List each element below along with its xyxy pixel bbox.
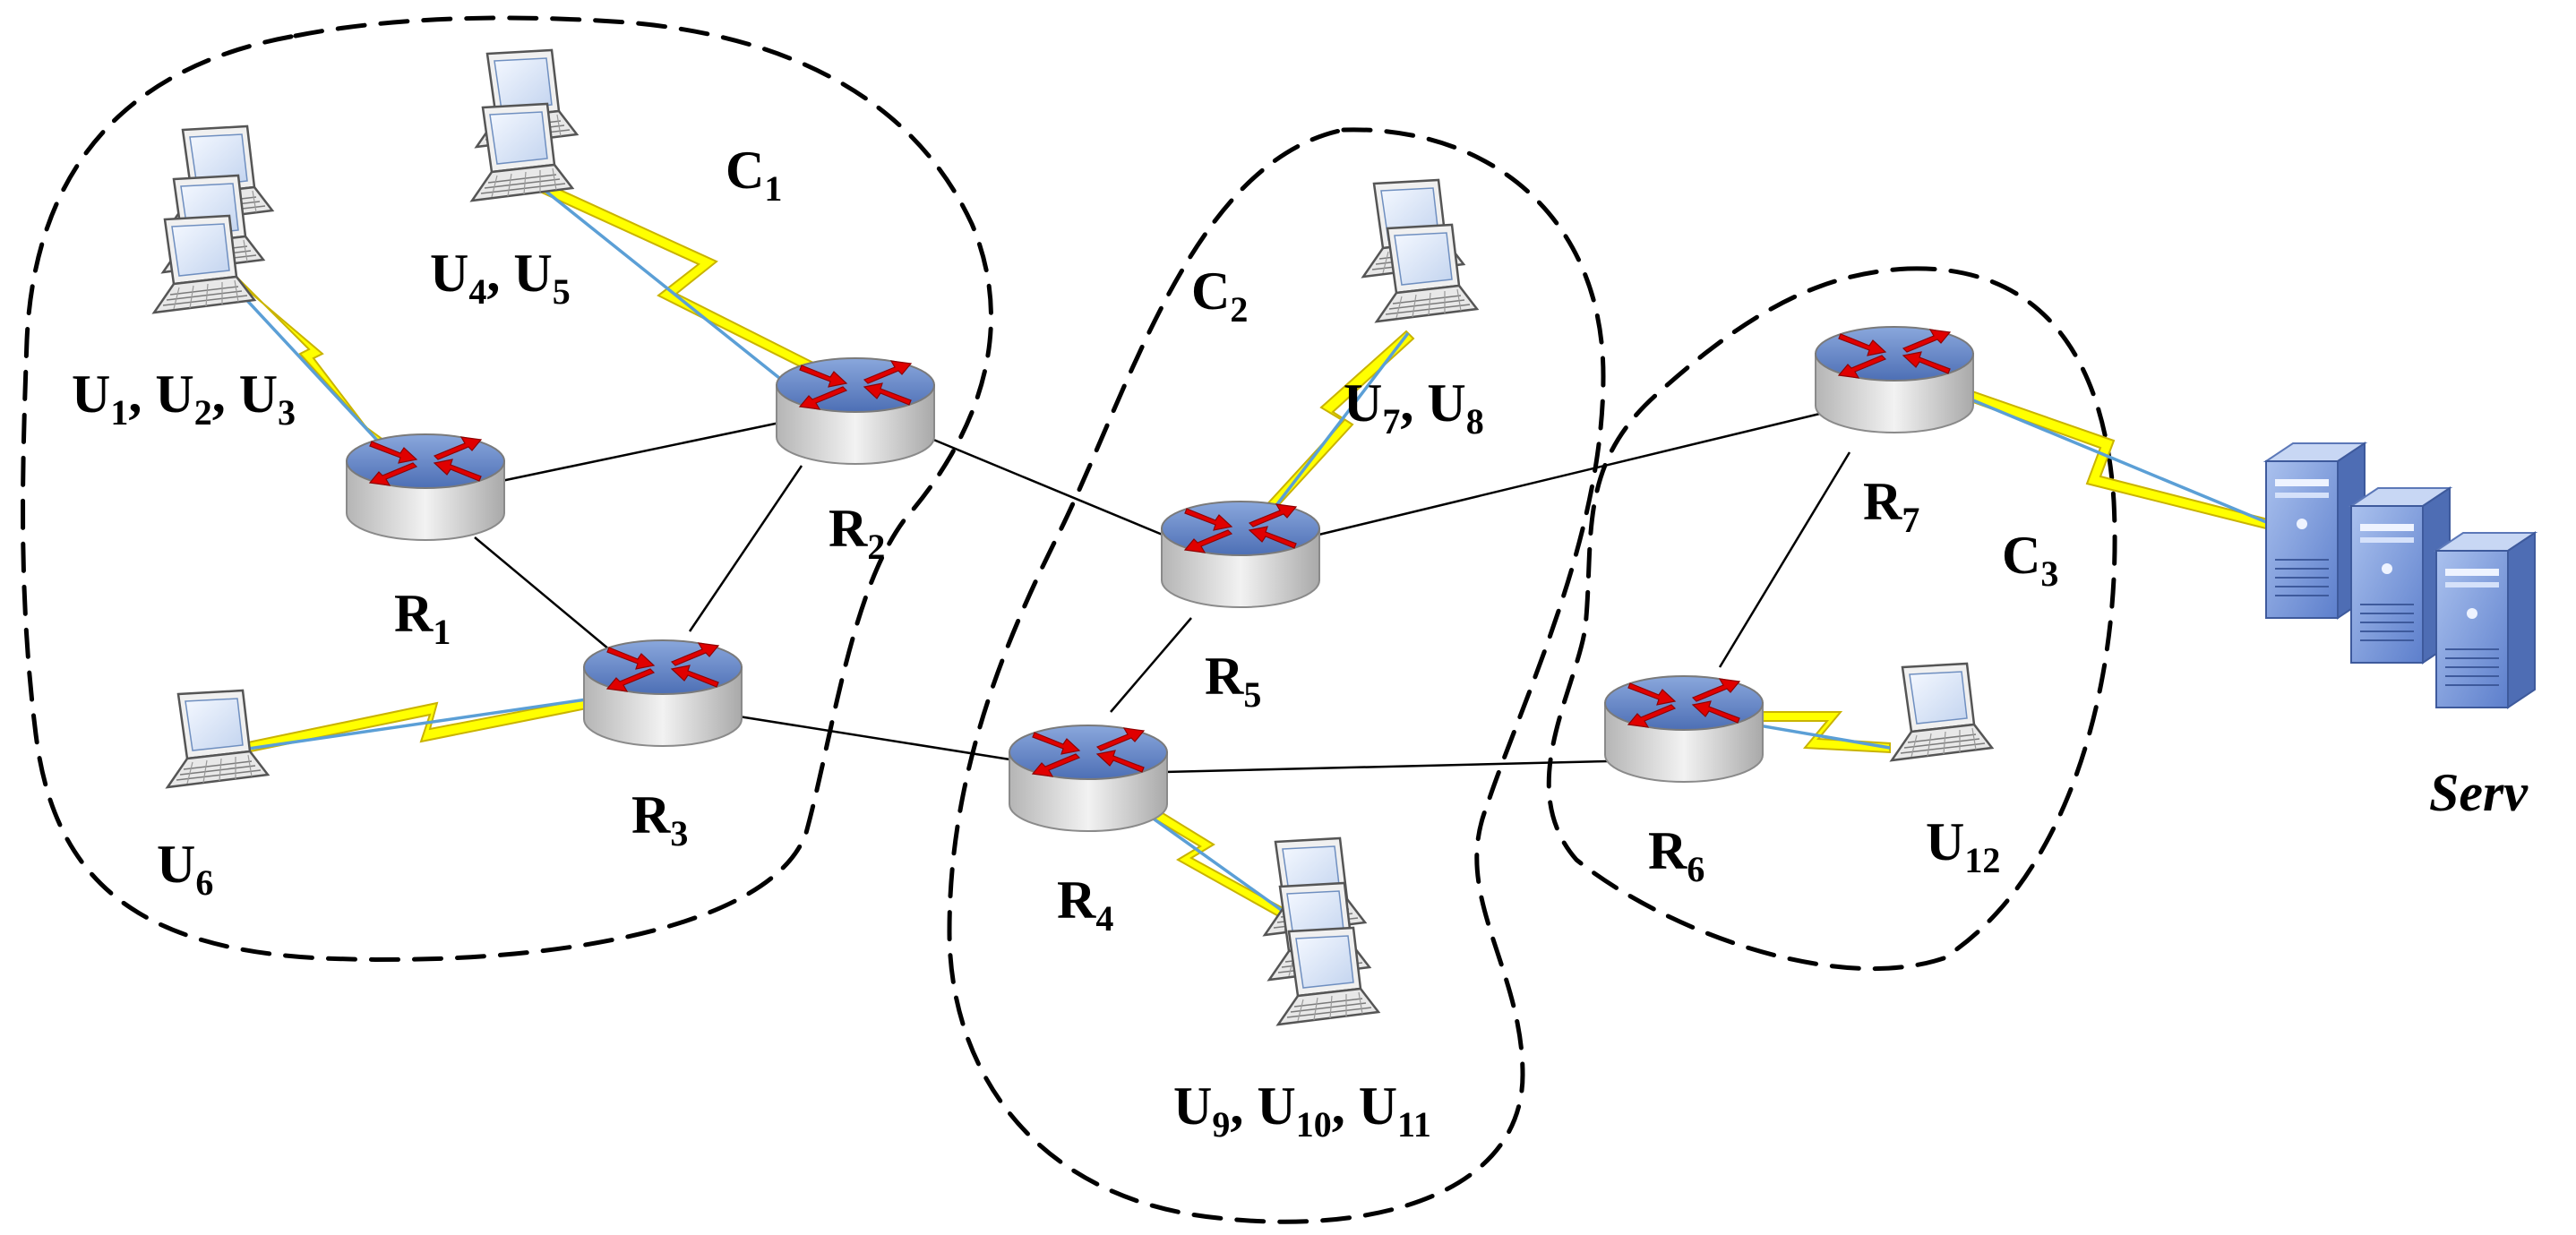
server-icon [2435, 532, 2536, 708]
router-label-r5: R5 [1205, 647, 1261, 715]
laptop-icon [1890, 662, 1994, 762]
router-r4[interactable] [1009, 725, 1168, 832]
laptop-icon [166, 689, 270, 789]
router-label-r3: R3 [631, 785, 688, 853]
user-group-g5[interactable] [1263, 836, 1380, 1026]
wired-links [474, 410, 1851, 774]
cluster-label-c2: C2 [1191, 262, 1248, 330]
server[interactable] [2265, 442, 2536, 708]
user-group-g6[interactable] [1890, 662, 1994, 762]
user-group-g4[interactable] [1361, 178, 1479, 323]
router-label-r2: R2 [829, 499, 885, 567]
link-r1-r3 [474, 536, 610, 650]
server-label: Serv [2429, 763, 2529, 822]
link-r3-r4 [738, 715, 1022, 763]
user-label-g2: U4, U5 [430, 244, 571, 312]
router-label-r4: R4 [1057, 871, 1113, 939]
link-r1-r2 [501, 419, 789, 483]
user-label-g3: U6 [157, 835, 213, 903]
cluster-label-c1: C1 [726, 141, 782, 209]
cluster-label-c3: C3 [2002, 526, 2058, 594]
link-r2-r5 [931, 437, 1170, 539]
server-icon [2350, 487, 2451, 664]
server-icon [2265, 442, 2366, 619]
router-r7[interactable] [1815, 326, 1974, 433]
wireless-beams [191, 186, 2271, 924]
user-group-g1[interactable] [152, 124, 274, 314]
user-label-g6: U12 [1926, 812, 2000, 880]
router-label-r7: R7 [1863, 472, 1919, 540]
user-group-g2[interactable] [470, 48, 579, 202]
cluster-c2-outline [947, 127, 1606, 1224]
user-label-g1: U1, U2, U3 [72, 364, 296, 433]
link-r4-r6 [1163, 759, 1609, 774]
cluster-c1-outline [21, 15, 993, 962]
user-label-g4: U7, U8 [1344, 373, 1484, 442]
router-r1[interactable] [346, 433, 505, 541]
user-label-g5: U9, U10, U11 [1173, 1076, 1431, 1145]
router-r6[interactable] [1604, 675, 1764, 783]
router-label-r6: R6 [1648, 821, 1704, 889]
router-r3[interactable] [583, 639, 743, 747]
wireless-link-g1-r1 [191, 236, 396, 454]
link-r5-r7 [1307, 410, 1828, 539]
router-label-r1: R1 [394, 584, 451, 652]
link-r6-r7 [1718, 451, 1851, 668]
router-r2[interactable] [776, 357, 935, 465]
wireless-link-g2-r2 [540, 183, 815, 373]
link-r2-r3 [688, 465, 803, 632]
user-group-g3[interactable] [166, 689, 270, 789]
link-r4-r5 [1110, 617, 1192, 713]
cluster-c3-outline [1546, 266, 2117, 972]
router-r5[interactable] [1161, 501, 1320, 608]
